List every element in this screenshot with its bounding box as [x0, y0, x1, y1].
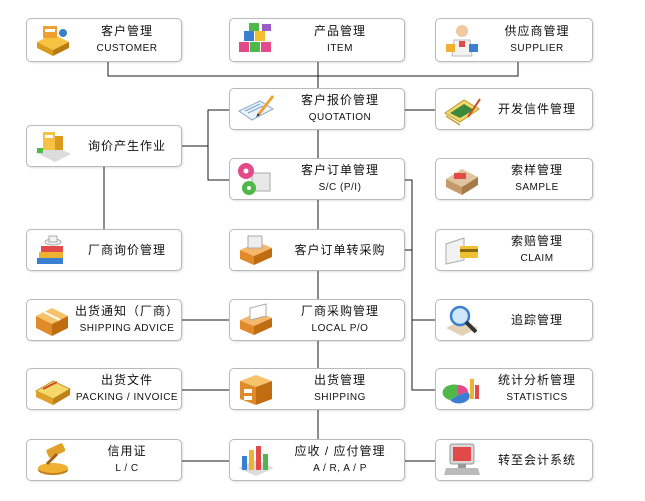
node-subtitle: L / C — [115, 463, 139, 474]
node-subtitle: STATISTICS — [506, 392, 568, 403]
node-accounting[interactable]: 转至会计系统 — [435, 439, 593, 481]
node-sample[interactable]: 索样管理 SAMPLE — [435, 158, 593, 200]
supplier-icon — [442, 22, 482, 58]
node-shipping-advice[interactable]: 出货通知（厂商） SHIPPING ADVICE — [26, 299, 182, 341]
node-title: 产品管理 — [313, 24, 366, 38]
node-subtitle: A / R, A / P — [313, 463, 367, 474]
computer-icon — [442, 442, 482, 478]
node-title: 厂商询价管理 — [87, 242, 166, 257]
order-to-purchase-icon — [236, 232, 276, 268]
shipping-icon — [236, 371, 276, 407]
node-title: 供应商管理 — [504, 24, 570, 38]
node-title: 索赔管理 — [510, 234, 563, 248]
node-title: 出货通知（厂商） — [74, 304, 179, 318]
claim-icon — [442, 232, 482, 268]
node-subtitle: PACKING / INVOICE — [75, 392, 179, 403]
node-title: 应收 / 应付管理 — [294, 444, 386, 458]
node-ar-ap[interactable]: 应收 / 应付管理 A / R, A / P — [229, 439, 405, 481]
customer-icon — [33, 22, 73, 58]
node-subtitle: ITEM — [327, 43, 353, 54]
node-inquiry[interactable]: 询价产生作业 — [26, 125, 182, 167]
node-title: 询价产生作业 — [87, 138, 166, 153]
node-subtitle: CLAIM — [520, 253, 554, 264]
node-title: 出货文件 — [100, 373, 153, 387]
node-packing[interactable]: 出货文件 PACKING / INVOICE — [26, 368, 182, 410]
magnifier-icon — [442, 302, 482, 338]
node-title: 出货管理 — [313, 373, 366, 387]
node-title: 追踪管理 — [510, 312, 563, 327]
connector-line — [107, 62, 519, 77]
vendor-inquiry-icon — [33, 232, 73, 268]
sample-icon — [442, 161, 482, 197]
node-subtitle: SUPPLIER — [510, 43, 564, 54]
node-title: 客户报价管理 — [300, 93, 379, 107]
node-statistics[interactable]: 统计分析管理 STATISTICS — [435, 368, 593, 410]
node-tracking[interactable]: 追踪管理 — [435, 299, 593, 341]
inquiry-icon — [33, 128, 73, 164]
node-title: 客户管理 — [100, 24, 153, 38]
node-subtitle: SAMPLE — [515, 182, 559, 193]
ar-ap-icon — [236, 442, 276, 478]
node-subtitle: SHIPPING ADVICE — [79, 323, 175, 334]
letter-icon — [442, 91, 482, 127]
node-supplier[interactable]: 供应商管理 SUPPLIER — [435, 18, 593, 62]
node-subtitle: S/C (P/I) — [318, 182, 362, 193]
node-develop-letter[interactable]: 开发信件管理 — [435, 88, 593, 130]
node-title: 统计分析管理 — [497, 373, 576, 387]
connector-line — [405, 179, 435, 391]
node-subtitle: QUOTATION — [308, 112, 372, 123]
packing-icon — [33, 371, 73, 407]
node-title: 厂商采购管理 — [300, 304, 379, 318]
node-title: 客户订单转采购 — [294, 242, 386, 257]
node-title: 转至会计系统 — [497, 452, 576, 467]
node-title: 信用证 — [107, 444, 147, 458]
node-subtitle: CUSTOMER — [96, 43, 158, 54]
sales-contract-icon — [236, 161, 276, 197]
connector-line — [207, 109, 229, 181]
node-lc[interactable]: 信用证 L / C — [26, 439, 182, 481]
node-shipping[interactable]: 出货管理 SHIPPING — [229, 368, 405, 410]
local-po-icon — [236, 302, 276, 338]
node-local-po[interactable]: 厂商采购管理 LOCAL P/O — [229, 299, 405, 341]
shipping-advice-icon — [33, 302, 73, 338]
node-subtitle: SHIPPING — [314, 392, 366, 403]
node-customer[interactable]: 客户管理 CUSTOMER — [26, 18, 182, 62]
item-icon — [236, 22, 276, 58]
quotation-icon — [236, 91, 276, 127]
statistics-icon — [442, 371, 482, 407]
node-item[interactable]: 产品管理 ITEM — [229, 18, 405, 62]
node-quotation[interactable]: 客户报价管理 QUOTATION — [229, 88, 405, 130]
node-title: 开发信件管理 — [497, 101, 576, 116]
node-vendor-inquiry[interactable]: 厂商询价管理 — [26, 229, 182, 271]
gavel-icon — [33, 442, 73, 478]
node-title: 客户订单管理 — [300, 163, 379, 177]
node-sales-contract[interactable]: 客户订单管理 S/C (P/I) — [229, 158, 405, 200]
node-subtitle: LOCAL P/O — [311, 323, 369, 334]
node-order-to-purchase[interactable]: 客户订单转采购 — [229, 229, 405, 271]
node-title: 索样管理 — [510, 163, 563, 177]
node-claim[interactable]: 索赔管理 CLAIM — [435, 229, 593, 271]
